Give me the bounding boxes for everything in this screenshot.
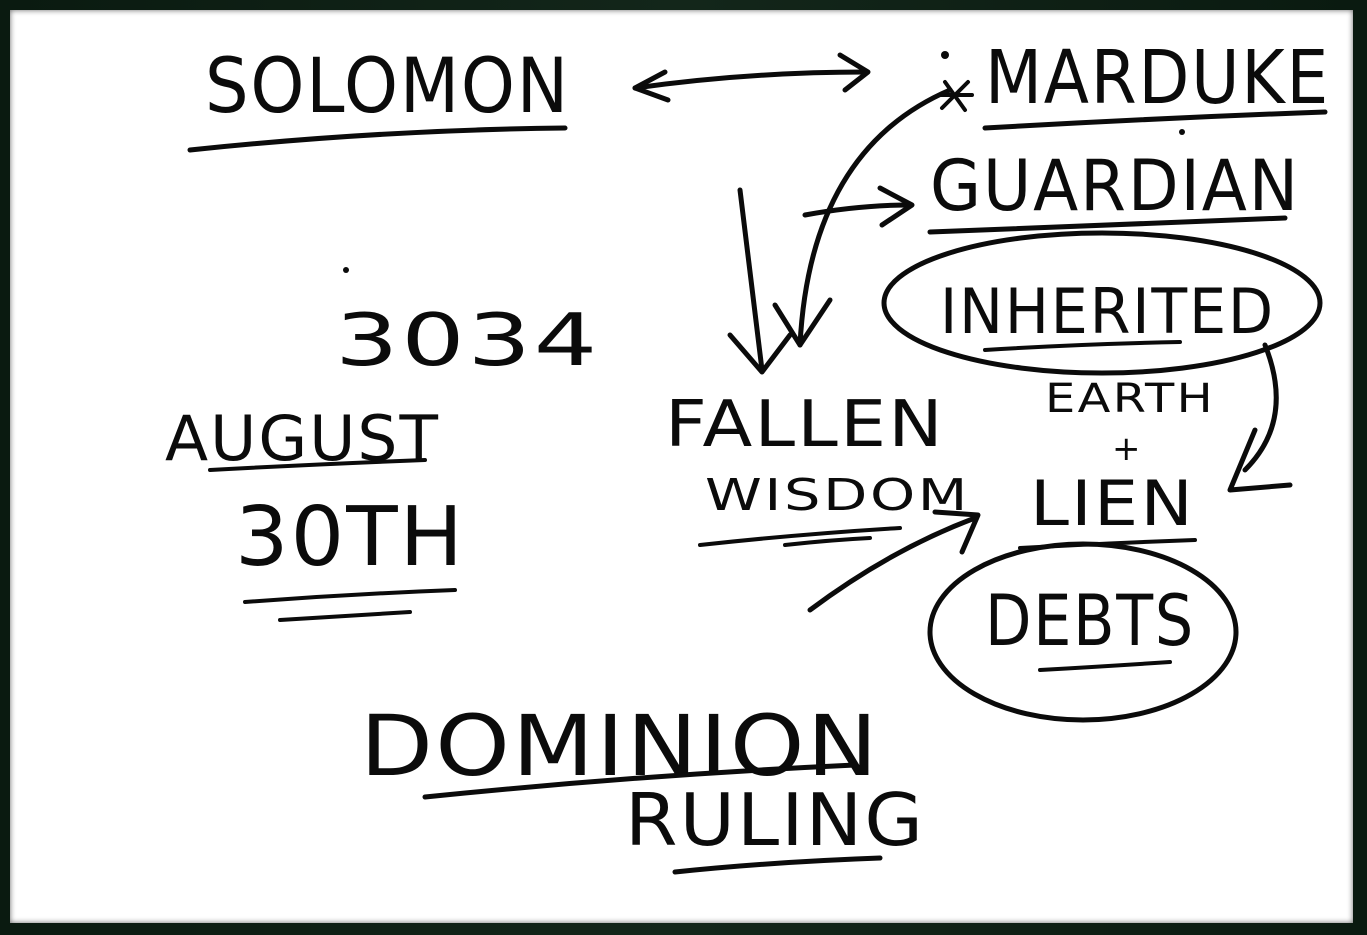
word-debts: DEBTS [985,580,1195,662]
ink-dot [343,267,349,273]
underline-guardian [927,215,1288,235]
circle-debts [927,541,1239,723]
underline-marduke [982,109,1328,131]
underline-day-2 [278,610,412,622]
underline-august [208,458,427,472]
word-year: 3034 [335,298,600,382]
underline-ruling [672,855,883,875]
underline-dominion [422,762,858,800]
underline-solomon [187,125,568,153]
plus-sign: + [1112,429,1143,469]
arrow-inherited-to-lien [1227,342,1293,493]
underline-wisdom-1 [698,526,902,547]
word-fallen: FALLEN [665,388,945,462]
arrow-to-guardian [802,185,915,228]
word-marduke: MARDUKE [985,35,1330,121]
arrow-solomon-marduke [632,52,871,103]
word-inherited: INHERITED [940,275,1275,348]
underline-inherited [983,340,1182,352]
arrow-down-to-fallen [727,187,793,375]
word-solomon: SOLOMON [205,41,570,130]
word-guardian: GUARDIAN [930,145,1300,227]
circle-inherited [881,230,1323,376]
word-ruling: RULING [625,778,925,862]
word-lien: LIEN [1030,467,1195,540]
ink-dot [1179,129,1185,135]
whiteboard [10,10,1353,923]
word-wisdom: WISDOM [705,470,970,521]
arrow-marduke-to-fallen [772,87,953,348]
word-earth: EARTH [1045,376,1215,422]
word-day: 30TH [235,490,465,585]
marduke-star-icon [938,51,974,112]
underline-wisdom-2 [783,536,872,547]
arrow-to-lien [807,509,981,613]
underline-debts [1038,660,1172,672]
underline-day-1 [243,588,457,604]
underlines [187,109,1328,875]
